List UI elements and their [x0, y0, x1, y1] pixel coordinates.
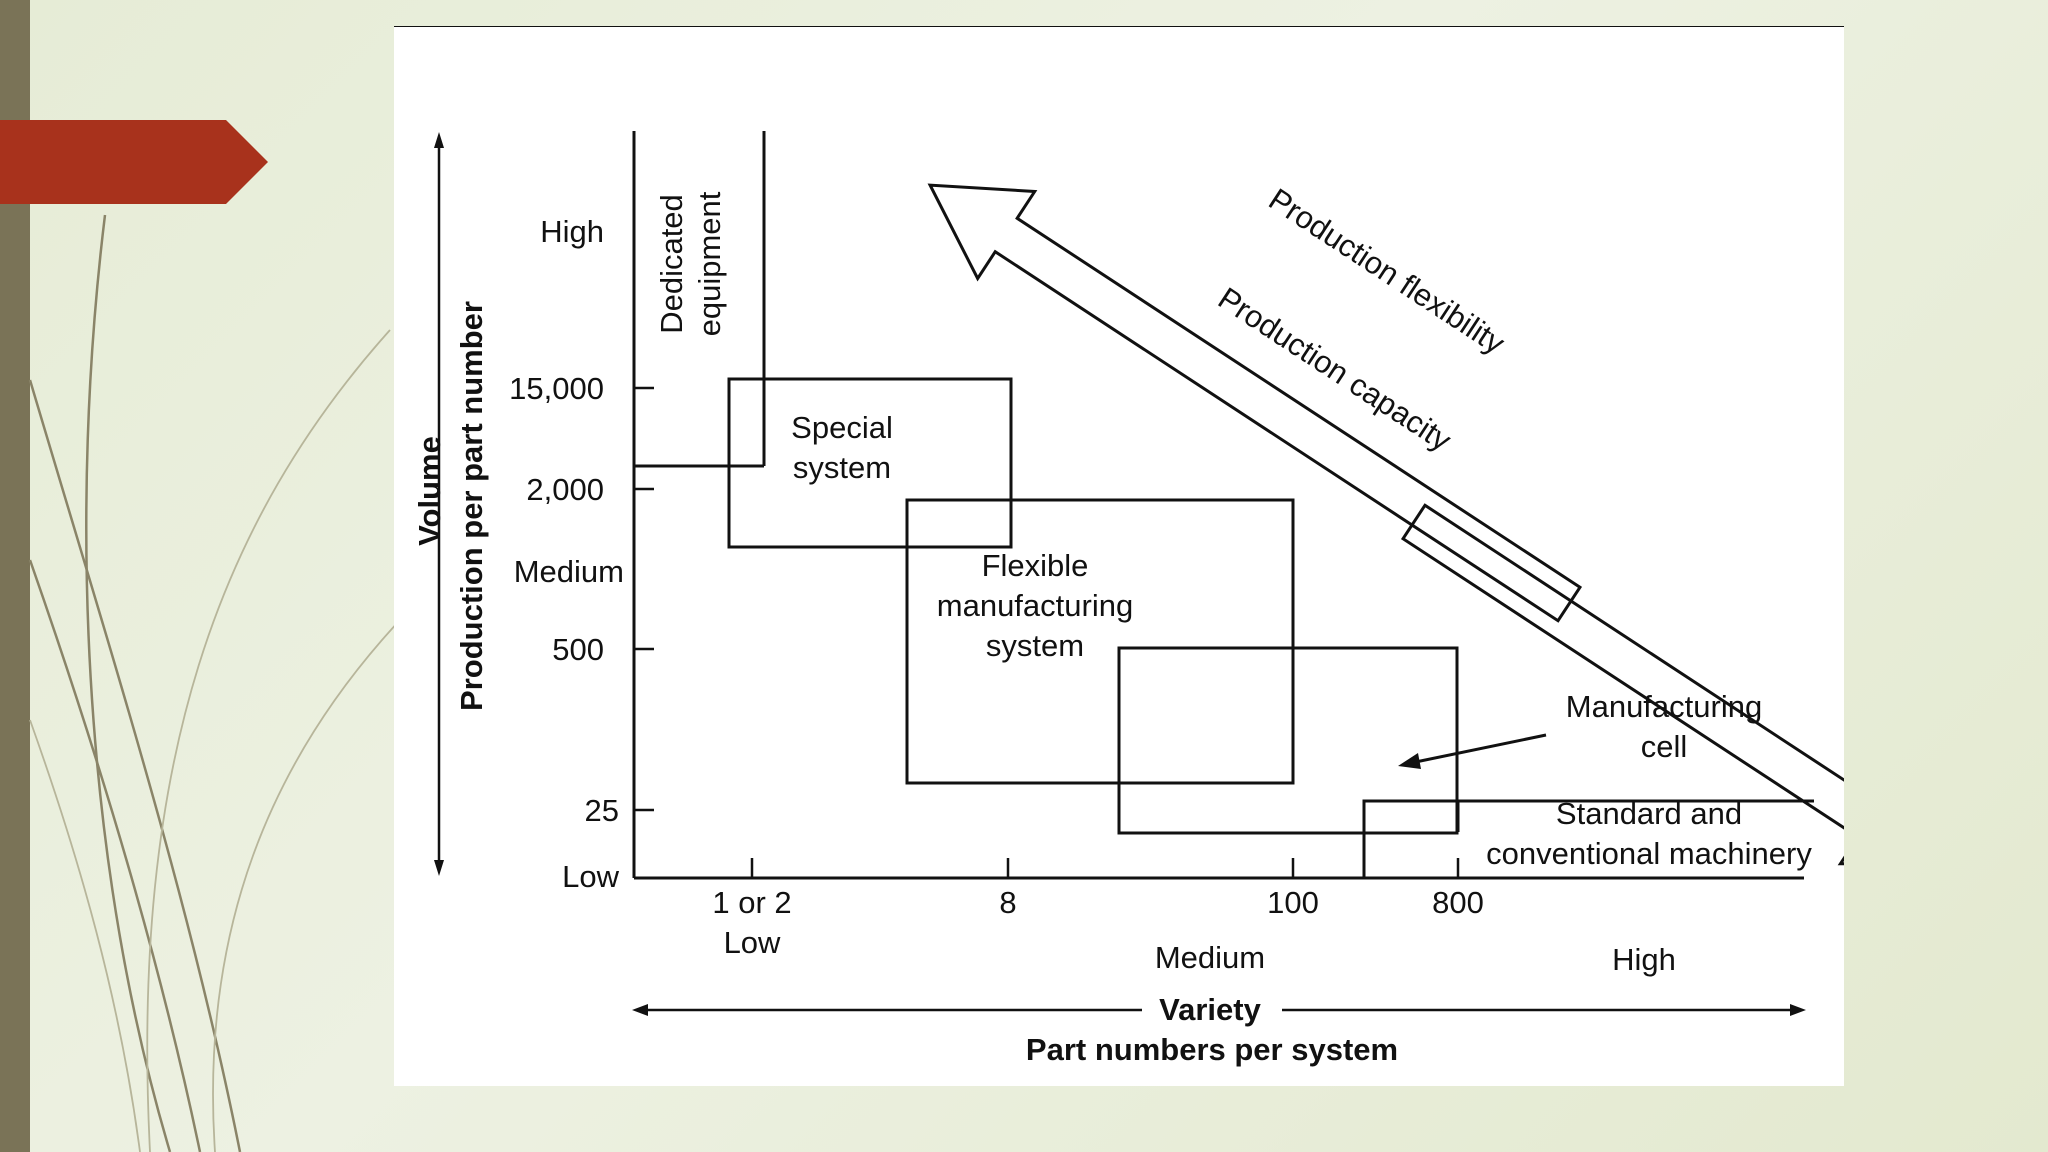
- cell-pointer-arrow: [1405, 733, 1547, 766]
- dedicated-equipment-label-1: Dedicated: [654, 194, 689, 334]
- y-tick-15000: 15,000: [509, 371, 604, 406]
- dedicated-equipment-label-2: equipment: [692, 191, 727, 336]
- x-axis-subtitle: Part numbers per system: [1026, 1032, 1398, 1067]
- fms-box: [905, 498, 1295, 785]
- y-tick-medium: Medium: [514, 554, 624, 589]
- y-tick-500: 500: [552, 632, 604, 667]
- x-level-low: Low: [724, 925, 781, 960]
- y-tick-2000: 2,000: [526, 472, 604, 507]
- production-flexibility-arrow: [1400, 503, 1844, 866]
- x-level-medium: Medium: [1155, 940, 1265, 975]
- x-tick-800: 800: [1432, 885, 1484, 920]
- manufacturing-cell-label-1: Manufacturing: [1566, 689, 1762, 724]
- y-tick-25: 25: [585, 793, 619, 828]
- decorative-curves: [28, 214, 401, 1152]
- x-axis-title: Variety: [1159, 992, 1261, 1027]
- standard-machinery-boundary: [1362, 799, 1814, 878]
- special-system-label-1: Special: [791, 410, 893, 445]
- fms-label-2: manufacturing: [937, 588, 1133, 623]
- x-level-high: High: [1612, 942, 1676, 977]
- manufacturing-systems-diagram: High 15,000 2,000 Medium 500 25 Low Volu…: [394, 26, 1844, 1086]
- x-tick-8: 8: [999, 885, 1016, 920]
- x-axis-ticks: [750, 858, 1460, 878]
- y-axis-subtitle: Production per part number: [454, 301, 489, 711]
- manufacturing-cell-box: [1117, 646, 1459, 835]
- y-axis-title: Volume: [412, 436, 447, 546]
- manufacturing-cell-label-2: cell: [1641, 729, 1688, 764]
- production-capacity-arrow: [927, 183, 1583, 623]
- title-accent-arrow: [0, 120, 268, 204]
- x-tick-100: 100: [1267, 885, 1319, 920]
- y-axis-ticks: [634, 386, 654, 812]
- standard-machinery-label-2: conventional machinery: [1486, 836, 1812, 871]
- standard-machinery-label-1: Standard and: [1556, 796, 1742, 831]
- special-system-box: [727, 377, 1013, 549]
- fms-label-1: Flexible: [982, 548, 1089, 583]
- fms-label-3: system: [986, 628, 1084, 663]
- y-tick-high: High: [540, 214, 604, 249]
- y-tick-low: Low: [562, 859, 619, 894]
- special-system-label-2: system: [793, 450, 891, 485]
- x-tick-1-or-2: 1 or 2: [712, 885, 791, 920]
